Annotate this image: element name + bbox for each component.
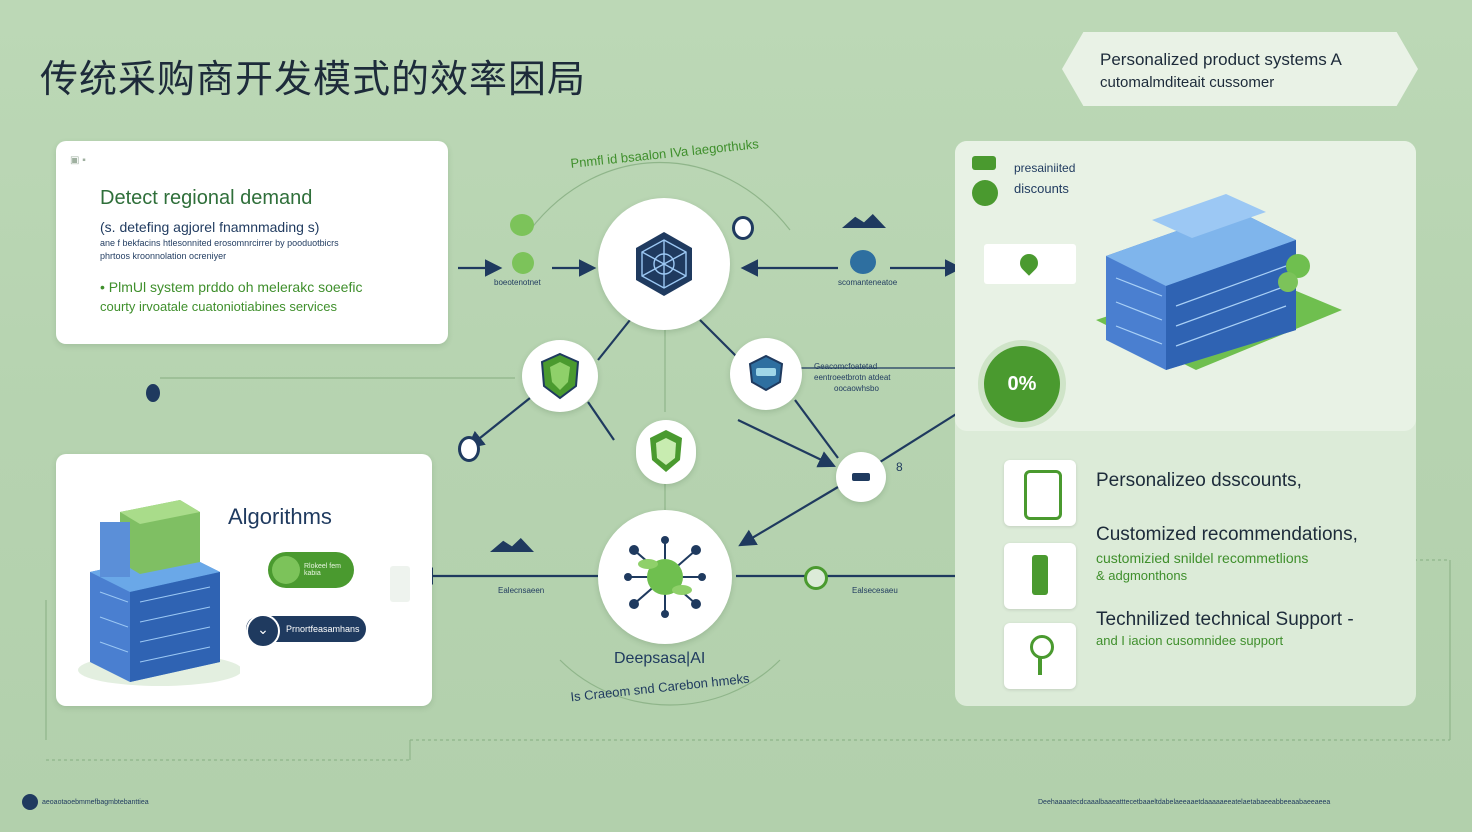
pill-green-label: Rlokeel fem kabia	[304, 563, 341, 577]
discount-icon-box	[1004, 460, 1076, 526]
tag-line-2: cutomalmditeait cussomer	[1100, 74, 1275, 91]
data-node	[836, 452, 886, 502]
building-icon	[78, 500, 240, 686]
shield-check-icon	[650, 430, 682, 472]
mid-label-2: eentroeetbrotn atdeat	[814, 373, 891, 382]
card-line-2: ane f bekfacins htlesonnited erosomnrcir…	[100, 238, 339, 248]
card-line-4: • PlmUl system prddo oh melerakc soeefic	[100, 279, 363, 295]
arrow-hex-bl	[466, 397, 531, 449]
gift-icon	[1024, 470, 1062, 520]
discount-percent-badge: 0%	[984, 346, 1060, 422]
key-stem-icon	[1038, 657, 1042, 675]
arrow-c-hexr	[699, 319, 739, 359]
benefit-recommendations-sub-2: & adgmonthons	[1096, 568, 1188, 583]
discount-circle-icon	[972, 180, 998, 206]
arrow-to-node	[737, 419, 836, 468]
network-hex-icon	[636, 232, 692, 296]
recommendation-icon-box	[1004, 543, 1076, 609]
benefit-recommendations-sub-1: customizied snildel recommetlions	[1096, 550, 1309, 566]
location-pin-icon	[1016, 250, 1042, 276]
footer-logo-icon	[22, 794, 38, 810]
node-badge-label: 8	[896, 460, 903, 474]
node-ring-bottom	[804, 566, 828, 590]
arrow-c-hexl	[597, 319, 631, 361]
shield-icon	[540, 352, 580, 400]
card-heading: Detect regional demand	[100, 187, 313, 209]
arrow-hex-mid	[587, 401, 615, 441]
card-side-tab	[390, 566, 410, 602]
deepseek-label: Deepsasa|AI	[614, 650, 706, 667]
location-box	[984, 244, 1076, 284]
mid-label-3: oocaowhsbo	[834, 384, 879, 393]
small-label-right: scomanteneatoe	[838, 278, 898, 287]
discount-tag-icon	[972, 156, 996, 170]
pill-navy-label: Prnortfeasamhans	[286, 624, 360, 634]
node-globe-icon	[850, 250, 876, 274]
algorithm-green-pill: Rlokeel fem kabia	[268, 552, 354, 588]
arrow-node-bottom	[738, 486, 839, 547]
key-icon	[1030, 635, 1054, 659]
small-label-bottom-right: Ealsecesaeu	[852, 586, 898, 595]
support-icon-box	[1004, 623, 1076, 689]
node-chip-icon	[852, 473, 870, 481]
tag-line-1: Personalized product systems A	[1100, 50, 1342, 69]
node-ring-top-right	[732, 216, 754, 240]
small-label-bottom-left: Ealecnsaeen	[498, 586, 545, 595]
discount-caption-1: presainiited	[1014, 161, 1076, 175]
card-algorithms: Algorithms Rlokeel fem kabia ⌄ Prnortfea…	[56, 454, 432, 706]
badge-icon	[748, 354, 784, 392]
algorithms-heading: Algorithms	[228, 504, 332, 529]
card-corner-icon: ▣ ▪	[70, 155, 86, 166]
discount-caption-2: discounts	[1014, 181, 1069, 196]
node-icon-green-1	[510, 214, 534, 236]
algorithm-navy-pill: ⌄ Prnortfeasamhans	[246, 614, 366, 648]
card-detect-demand: ▣ ▪ Detect regional demand (s. detefing …	[56, 141, 448, 344]
tag-banner	[1062, 32, 1418, 106]
molecule-icon	[624, 536, 706, 618]
pill-dot-icon	[272, 556, 300, 584]
tag-icon	[1032, 555, 1048, 595]
benefit-discounts: Personalizeo dsscounts,	[1096, 470, 1302, 491]
card-line-3: phrtoos kroonnolation ocreniyer	[100, 251, 227, 261]
node-ring-left	[458, 436, 480, 462]
benefit-support-sub: and I iacion cusomnidee support	[1096, 633, 1284, 648]
mid-label-1: Geacomcfoatetad	[814, 362, 878, 371]
chevron-down-icon: ⌄	[246, 614, 280, 648]
shield-circle-right	[730, 338, 802, 410]
office-building-icon	[1096, 194, 1342, 370]
arrow-node-up	[794, 399, 839, 459]
benefit-support: Technilized technical Support -	[1096, 609, 1354, 630]
ai-hub-circle	[598, 510, 732, 644]
card-line-1: (s. detefing agjorel fnamnmading s)	[100, 219, 320, 235]
footer-left-text: aeoaotaoebmmefbagmbtebanttiea	[42, 799, 149, 806]
small-label-left: boeotenotnet	[494, 278, 541, 287]
card-line-5: courty irvoatale cuatoniotiabines servic…	[100, 299, 338, 314]
footer-right-text: Deehaaaatecdcaaalbaaeatttecetbaaeltdabel…	[1038, 799, 1331, 806]
hub-circle	[598, 198, 730, 330]
node-marker-left	[146, 384, 160, 402]
shield-circle-middle	[636, 420, 696, 484]
node-icon-green-2	[512, 252, 534, 274]
benefit-recommendations: Customized recommendations,	[1096, 524, 1358, 545]
page-title: 传统采购商开发模式的效率困局	[40, 57, 587, 101]
shield-circle-left	[522, 340, 598, 412]
